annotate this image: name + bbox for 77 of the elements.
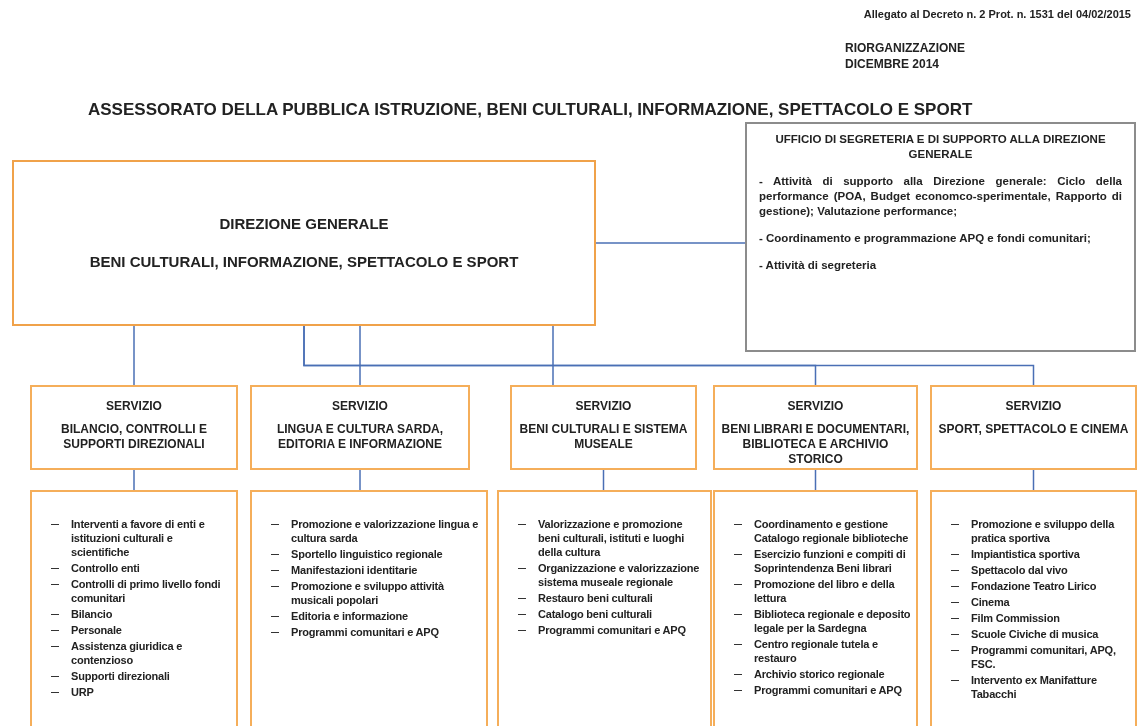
duty-item: Film Commission [971, 611, 1061, 625]
duties-box [250, 490, 488, 726]
reorganization-note: RIORGANIZZAZIONE [845, 40, 965, 56]
duty-item: Cinema [971, 595, 1011, 609]
duty-item: URP [71, 685, 95, 699]
duty-item: Intervento ex Manifatture Tabacchi [971, 673, 1098, 701]
heading-text: BENI CULTURALI, INFORMAZIONE, SPETTACOLO E SPORT [89, 252, 519, 272]
direction-box [12, 160, 596, 326]
duty-item: Programmi comunitari e APQ [291, 625, 440, 639]
connector-line [303, 325, 1035, 386]
service-box [713, 385, 918, 470]
decree-reference: Allegato al Decreto n. 2 Prot. n. 1531 del 04/02/2015 [863, 7, 1131, 22]
connector-line [359, 325, 361, 386]
duty-item: Impiantistica sportiva [971, 547, 1081, 561]
duty-item: Bilancio [71, 607, 114, 621]
duties-box [930, 490, 1137, 726]
duty-item: Assistenza giuridica e contenzioso [71, 639, 184, 667]
heading-text: DIREZIONE GENERALE [219, 213, 389, 234]
service-label: SERVIZIO [575, 399, 632, 414]
service-label: SERVIZIO [332, 399, 388, 414]
duties-box [30, 490, 238, 726]
duty-item: Spettacolo dal vivo [971, 563, 1069, 577]
service-name: BILANCIO, CONTROLLI E SUPPORTI DIREZIONALI [60, 422, 208, 452]
duty-item: Sportello linguistico regionale [291, 547, 444, 561]
duty-item: Manifestazioni identitarie [291, 563, 419, 577]
service-name: LINGUA E CULTURA SARDA, EDITORIA E INFORMAZIONE [275, 422, 445, 452]
duty-item: Promozione e sviluppo della pratica sportiva [971, 517, 1116, 545]
duty-item: Fondazione Teatro Lirico [971, 579, 1098, 593]
connector-line [595, 242, 746, 244]
duty-item: Promozione e valorizzazione lingua e cultura sarda [291, 517, 480, 545]
duty-item: Personale [71, 623, 123, 637]
duty-item: Supporti direzionali [71, 669, 171, 683]
duty-item: Scuole Civiche di musica [971, 627, 1100, 641]
service-name: SPORT, SPETTACOLO E CINEMA [938, 422, 1129, 437]
duty-item: Editoria e informazione [291, 609, 410, 623]
duty-item: Valorizzazione e promozione beni culturali, istituti e luoghi della cultura [538, 517, 686, 559]
diagram-title: ASSESSORATO DELLA PUBBLICA ISTRUZIONE, BENI CULTURALI, INFORMAZIONE, SPETTACOLO E SPORT [88, 99, 973, 121]
duty-item: Centro regionale tutela e restauro [754, 637, 879, 665]
duty-item: Esercizio funzioni e compiti di Soprintendenza Beni librari [754, 547, 907, 575]
duty-item: Promozione e sviluppo attività musicali popolari [291, 579, 445, 607]
duty-item: Biblioteca regionale e deposito legale per la Sardegna [754, 607, 912, 635]
service-box [250, 385, 470, 470]
duties-box [497, 490, 712, 726]
office-duty-text: - Coordinamento e programmazione APQ e fondi comunitari; [759, 231, 1092, 246]
connector-line [359, 469, 361, 491]
service-name: BENI LIBRARI E DOCUMENTARI, BIBLIOTECA E ARCHIVIO STORICO [720, 422, 911, 467]
duty-item: Catalogo beni culturali [538, 607, 653, 621]
service-box [930, 385, 1137, 470]
duties-box [713, 490, 918, 726]
duty-item: Restauro beni culturali [538, 591, 654, 605]
service-label: SERVIZIO [1005, 399, 1062, 414]
connector-line [552, 325, 554, 386]
reorganization-note: DICEMBRE 2014 [845, 56, 941, 72]
duty-item: Controllo enti [71, 561, 141, 575]
duty-item: Programmi comunitari e APQ [754, 683, 903, 697]
connector-line [602, 469, 605, 491]
connector-line [814, 469, 817, 491]
connector-line [133, 325, 135, 386]
service-box [30, 385, 238, 470]
service-label: SERVIZIO [106, 399, 162, 414]
duty-item: Archivio storico regionale [754, 667, 886, 681]
duty-item: Promozione del libro e della lettura [754, 577, 896, 605]
service-name: BENI CULTURALI E SISTEMA MUSEALE [518, 422, 689, 452]
office-duty-text: - Attività di segreteria [759, 258, 878, 273]
duty-item: Programmi comunitari, APQ, FSC. [971, 643, 1117, 671]
duty-item: Coordinamento e gestione Catalogo regionale biblioteche [754, 517, 910, 545]
service-box [510, 385, 697, 470]
office-duty-text: - Attività di supporto alla Direzione generale: Ciclo della performance (POA, Budget economco-sperimentale, Rapporto di gestione); Valutazione performance; [759, 174, 1122, 219]
connector-line [133, 469, 135, 491]
duty-item: Programmi comunitari e APQ [538, 623, 687, 637]
office-box [745, 122, 1136, 352]
duty-item: Controlli di primo livello fondi comunitari [71, 577, 222, 605]
duty-item: Interventi a favore di enti e istituzioni culturali e scientifiche [71, 517, 206, 559]
duty-item: Organizzazione e valorizzazione sistema museale regionale [538, 561, 701, 589]
service-label: SERVIZIO [787, 399, 844, 414]
office-heading: UFFICIO DI SEGRETERIA E DI SUPPORTO ALLA DIREZIONE GENERALE [774, 132, 1107, 162]
connector-line [1032, 469, 1035, 491]
